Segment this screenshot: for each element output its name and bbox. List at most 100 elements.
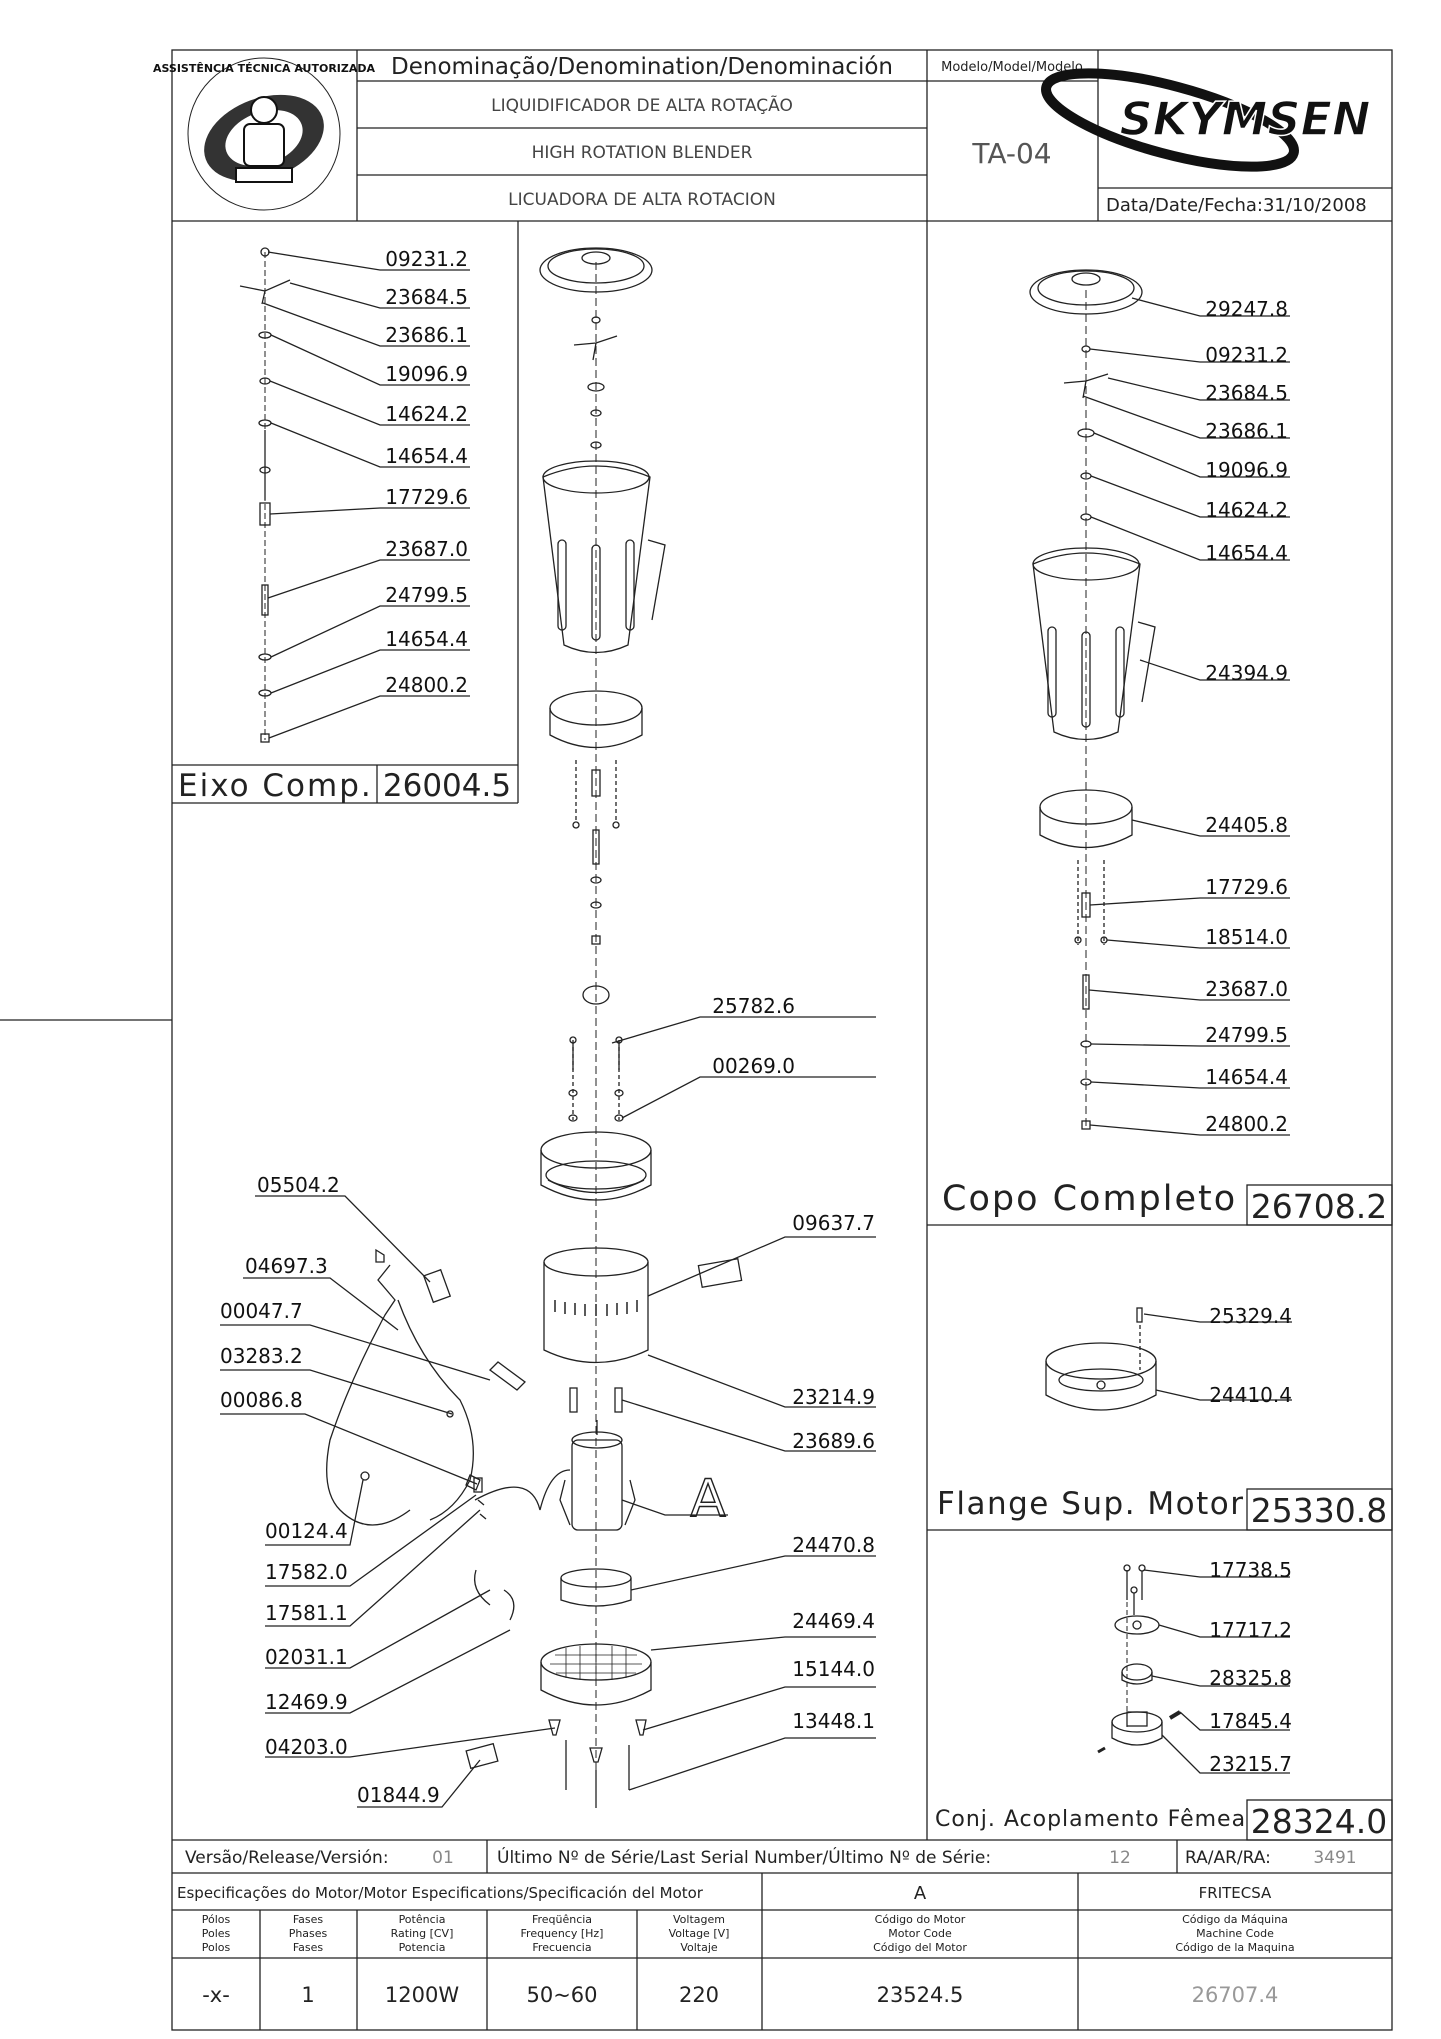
part-number: 14624.2 bbox=[1205, 498, 1288, 522]
spec-value-machine-code: 26707.4 bbox=[1192, 1983, 1279, 2007]
date-label: Data/Date/Fecha:31/10/2008 bbox=[1106, 195, 1367, 216]
product-name-es: LICUADORA DE ALTA ROTACION bbox=[508, 190, 776, 210]
seal-logo: ASSISTÊNCIA TÉCNICA AUTORIZADA bbox=[153, 57, 376, 211]
model-value: TA-04 bbox=[971, 137, 1051, 170]
spec-value-motor-code: 23524.5 bbox=[877, 1983, 964, 2007]
part-number: 17738.5 bbox=[1209, 1558, 1292, 1582]
flange-title: Flange Sup. Motor bbox=[937, 1486, 1244, 1522]
part-number: 24410.4 bbox=[1209, 1383, 1292, 1407]
part-number: 14654.4 bbox=[385, 444, 468, 468]
part-number: 24394.9 bbox=[1205, 661, 1288, 685]
copo-drawing bbox=[1029, 269, 1290, 1136]
ra-value: 3491 bbox=[1313, 1848, 1356, 1868]
part-number: 23686.1 bbox=[1205, 419, 1288, 443]
part-number: 03283.2 bbox=[220, 1344, 303, 1368]
part-number: 17581.1 bbox=[265, 1601, 348, 1625]
motor-specs-table: Especificações do Motor/Motor Especifica… bbox=[177, 1883, 1295, 2007]
brand-logo: SKYMSEN bbox=[1041, 68, 1371, 172]
model-label: Modelo/Model/Modelo bbox=[941, 60, 1083, 75]
part-number: 24405.8 bbox=[1205, 813, 1288, 837]
product-name-en: HIGH ROTATION BLENDER bbox=[532, 143, 753, 163]
acoplamento-code: 28324.0 bbox=[1251, 1802, 1387, 1841]
copo-title: Copo Completo bbox=[942, 1179, 1237, 1219]
specs-title: Especificações do Motor/Motor Especifica… bbox=[177, 1884, 704, 1902]
spec-value-poles: -x- bbox=[202, 1983, 230, 2007]
part-number: 00124.4 bbox=[265, 1519, 348, 1543]
part-number: 24470.8 bbox=[792, 1533, 875, 1557]
part-number: 02031.1 bbox=[265, 1645, 348, 1669]
part-number: 05504.2 bbox=[257, 1173, 340, 1197]
eixo-code: 26004.5 bbox=[383, 768, 511, 804]
part-number: 17717.2 bbox=[1209, 1618, 1292, 1642]
part-number: 23684.5 bbox=[385, 285, 468, 309]
serial-label: Último Nº de Série/Last Serial Number/Úl… bbox=[497, 1846, 991, 1868]
part-number: 23686.1 bbox=[385, 323, 468, 347]
part-number: 29247.8 bbox=[1205, 297, 1288, 321]
part-number: 04203.0 bbox=[265, 1735, 348, 1759]
part-number: 04697.3 bbox=[245, 1254, 328, 1278]
copo-part-labels: 29247.8 09231.2 23684.5 23686.1 19096.9 … bbox=[1205, 297, 1288, 1136]
part-number: 09231.2 bbox=[385, 247, 468, 271]
part-number: 24799.5 bbox=[1205, 1023, 1288, 1047]
eixo-title: Eixo Comp. bbox=[178, 768, 373, 804]
part-number: 01844.9 bbox=[357, 1783, 440, 1807]
product-name-pt: LIQUIDIFICADOR DE ALTA ROTAÇÃO bbox=[491, 94, 793, 116]
eixo-part-labels: 09231.2 23684.5 23686.1 19096.9 14624.2 … bbox=[385, 247, 468, 697]
part-number: 25329.4 bbox=[1209, 1304, 1292, 1328]
part-number: 24799.5 bbox=[385, 583, 468, 607]
brand-name: SKYMSEN bbox=[1120, 92, 1371, 146]
part-number: 24800.2 bbox=[385, 673, 468, 697]
flange-drawing bbox=[1045, 1307, 1292, 1411]
spec-value-voltage: 220 bbox=[679, 1983, 719, 2007]
spec-value-phases: 1 bbox=[301, 1983, 314, 2007]
part-number: 00047.7 bbox=[220, 1299, 303, 1323]
copo-code: 26708.2 bbox=[1251, 1187, 1387, 1226]
part-number: 14654.4 bbox=[1205, 541, 1288, 565]
drawing-frame bbox=[0, 49, 1393, 2031]
version-value: 01 bbox=[432, 1848, 454, 1868]
part-number: 17729.6 bbox=[385, 485, 468, 509]
part-number: 25782.6 bbox=[712, 994, 795, 1018]
part-number: 00269.0 bbox=[712, 1054, 795, 1078]
part-number: 23214.9 bbox=[792, 1385, 875, 1409]
acoplamento-drawing bbox=[1097, 1564, 1290, 1774]
part-number: 18514.0 bbox=[1205, 925, 1288, 949]
part-number: 12469.9 bbox=[265, 1690, 348, 1714]
part-number: 09231.2 bbox=[1205, 343, 1288, 367]
part-number: 17729.6 bbox=[1205, 875, 1288, 899]
part-number: 23215.7 bbox=[1209, 1752, 1292, 1776]
part-number: 13448.1 bbox=[792, 1709, 875, 1733]
part-number: 24800.2 bbox=[1205, 1112, 1288, 1136]
acoplamento-part-labels: 17738.5 17717.2 28325.8 17845.4 23215.7 bbox=[1209, 1558, 1292, 1776]
part-number: 19096.9 bbox=[1205, 458, 1288, 482]
part-number: 17582.0 bbox=[265, 1560, 348, 1584]
part-number: 23689.6 bbox=[792, 1429, 875, 1453]
flange-code: 25330.8 bbox=[1251, 1491, 1387, 1530]
part-number: 23684.5 bbox=[1205, 381, 1288, 405]
part-number: 23687.0 bbox=[1205, 977, 1288, 1001]
release-row: Versão/Release/Versión: 01 Último Nº de … bbox=[185, 1846, 1357, 1868]
acoplamento-title: Conj. Acoplamento Fêmea bbox=[935, 1807, 1246, 1832]
part-number: 19096.9 bbox=[385, 362, 468, 386]
denomination-title: Denominação/Denomination/Denominación bbox=[391, 54, 893, 80]
ra-label: RA/AR/RA: bbox=[1185, 1848, 1271, 1868]
version-label: Versão/Release/Versión: bbox=[185, 1848, 389, 1868]
motor-marker: A bbox=[690, 1469, 726, 1529]
main-assembly-drawing bbox=[220, 247, 876, 1808]
part-number: 24469.4 bbox=[792, 1609, 875, 1633]
spec-value-rating: 1200W bbox=[385, 1983, 459, 2007]
eixo-shaft-drawing bbox=[239, 247, 470, 743]
motor-letter: A bbox=[914, 1883, 927, 1904]
main-right-labels: 25782.6 00269.0 09637.7 23214.9 23689.6 … bbox=[712, 994, 875, 1733]
part-number: 28325.8 bbox=[1209, 1666, 1292, 1690]
part-number: 14654.4 bbox=[1205, 1065, 1288, 1089]
part-number: 00086.8 bbox=[220, 1388, 303, 1412]
flange-part-labels: 25329.4 24410.4 bbox=[1209, 1304, 1292, 1407]
